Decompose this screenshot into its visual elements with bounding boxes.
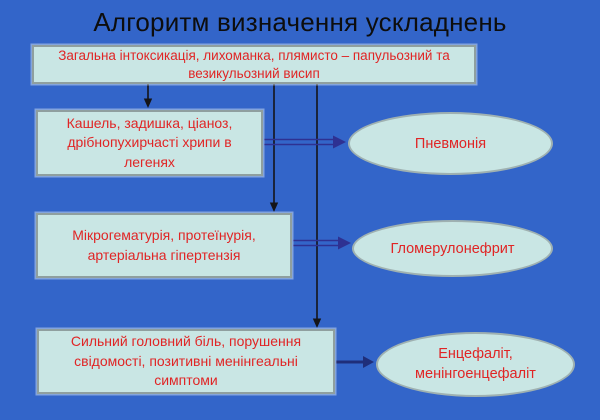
diagnosis-ellipse-encephalitis: Енцефаліт, менінгоенцефаліт — [376, 332, 575, 397]
page-title: Алгоритм визначення ускладнень — [93, 7, 507, 37]
diagnosis-ellipse-glomerulonephritis: Гломерулонефрит — [352, 220, 553, 277]
arrow-right-icon — [293, 236, 351, 250]
symptom-box-renal: Мікрогематурія, протеїнурія, артеріальна… — [36, 213, 292, 278]
arrow-right-icon — [264, 135, 346, 149]
arrow-down-icon — [269, 84, 279, 212]
symptom-box-respiratory: Кашель, задишка, ціаноз, дрібнопухирчаст… — [36, 110, 263, 176]
arrow-down-icon — [312, 84, 322, 328]
arrow-down-icon — [143, 84, 153, 108]
symptom-box-neurological: Сильний головний біль, порушення свідомо… — [37, 329, 335, 394]
diagnosis-ellipse-pneumonia: Пневмонія — [348, 112, 553, 175]
arrow-right-icon — [336, 356, 374, 368]
symptom-box-general: Загальна інтоксикація, лихоманка, плямис… — [32, 45, 476, 84]
